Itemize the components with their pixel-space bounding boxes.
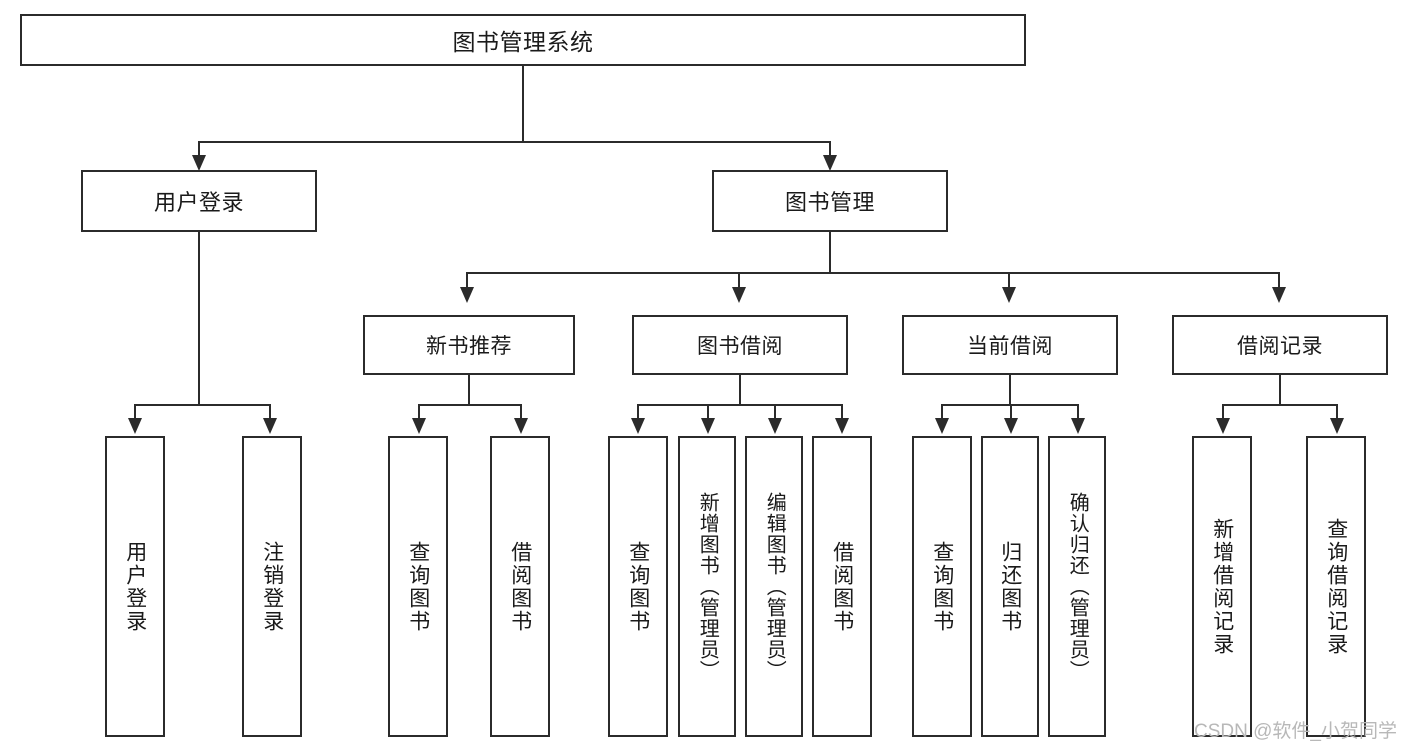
arrowhead-to-new-book-recommend	[460, 287, 474, 303]
leaf-node-confirm-return[interactable]: 确认归还（管理员）	[1048, 436, 1106, 737]
arrowhead-to-current-borrow	[1002, 287, 1016, 303]
connector-user-login-drop-1	[134, 404, 136, 422]
leaf-node-query-book-2[interactable]: 查询图书	[608, 436, 668, 737]
arrowhead-to-query-borrow-record	[1330, 418, 1344, 434]
connector-root-drop-left	[198, 141, 200, 161]
node-label: 用户登录	[123, 540, 147, 633]
node-label: 查询图书	[626, 540, 650, 633]
arrowhead-to-query-book-2	[631, 418, 645, 434]
arrowhead-to-add-borrow-record	[1216, 418, 1230, 434]
connector-root-drop-right	[829, 141, 831, 161]
connector-level3-drop-2	[738, 272, 740, 292]
connector-bb-drop-2	[707, 404, 709, 422]
arrowhead-to-logout	[263, 418, 277, 434]
node-label: 当前借阅	[967, 335, 1053, 358]
connector-level3-drop-3	[1008, 272, 1010, 292]
connector-cb-drop-1	[941, 404, 943, 422]
connector-user-login-stem	[198, 232, 200, 406]
connector-root-bus	[198, 141, 831, 143]
connector-cb-bus	[941, 404, 1078, 406]
arrowhead-to-borrow-book-2	[835, 418, 849, 434]
leaf-node-borrow-book-1[interactable]: 借阅图书	[490, 436, 550, 737]
node-user-login[interactable]: 用户登录	[81, 170, 317, 232]
node-book-management[interactable]: 图书管理	[712, 170, 948, 232]
node-label: 用户登录	[153, 190, 244, 215]
node-current-borrow[interactable]: 当前借阅	[902, 315, 1118, 375]
arrowhead-to-borrow-book-1	[514, 418, 528, 434]
node-label: 图书借阅	[697, 335, 783, 358]
node-label: 借阅记录	[1237, 335, 1323, 358]
node-label: 新书推荐	[426, 335, 512, 358]
node-label: 借阅图书	[508, 540, 532, 633]
connector-bb-drop-3	[774, 404, 776, 422]
leaf-node-query-borrow-record[interactable]: 查询借阅记录	[1306, 436, 1366, 737]
connector-br-drop-1	[1222, 404, 1224, 422]
leaf-node-add-book[interactable]: 新增图书（管理员）	[678, 436, 736, 737]
connector-cb-stem	[1009, 375, 1011, 406]
arrowhead-root-to-book-management	[823, 155, 837, 171]
arrowhead-root-to-user-login	[192, 155, 206, 171]
leaf-node-query-book-3[interactable]: 查询图书	[912, 436, 972, 737]
connector-book-management-stem	[829, 232, 831, 274]
arrowhead-to-login	[128, 418, 142, 434]
node-label: 注销登录	[260, 540, 284, 633]
arrowhead-to-query-book-1	[412, 418, 426, 434]
connector-level3-bus	[466, 272, 1280, 274]
leaf-node-login[interactable]: 用户登录	[105, 436, 165, 737]
node-label: 编辑图书（管理员）	[763, 492, 786, 681]
connector-br-bus	[1222, 404, 1337, 406]
connector-root-stem	[522, 66, 524, 142]
node-label: 查询图书	[930, 540, 954, 633]
arrowhead-to-query-book-3	[935, 418, 949, 434]
arrowhead-to-return-book	[1004, 418, 1018, 434]
leaf-node-add-borrow-record[interactable]: 新增借阅记录	[1192, 436, 1252, 737]
connector-nbr-bus	[418, 404, 521, 406]
node-label: 新增借阅记录	[1210, 517, 1234, 656]
node-book-borrow[interactable]: 图书借阅	[632, 315, 848, 375]
connector-bb-drop-1	[637, 404, 639, 422]
connector-br-drop-2	[1336, 404, 1338, 422]
connector-nbr-stem	[468, 375, 470, 406]
node-label: 新增图书（管理员）	[696, 492, 719, 681]
connector-br-stem	[1279, 375, 1281, 406]
arrowhead-to-edit-book	[768, 418, 782, 434]
connector-cb-drop-3	[1077, 404, 1079, 422]
connector-level3-drop-4	[1278, 272, 1280, 292]
leaf-node-edit-book[interactable]: 编辑图书（管理员）	[745, 436, 803, 737]
node-label: 归还图书	[998, 540, 1022, 633]
leaf-node-logout[interactable]: 注销登录	[242, 436, 302, 737]
arrowhead-to-add-book	[701, 418, 715, 434]
arrowhead-to-book-borrow	[732, 287, 746, 303]
arrowhead-to-confirm-return	[1071, 418, 1085, 434]
connector-user-login-bus	[134, 404, 270, 406]
leaf-node-borrow-book-2[interactable]: 借阅图书	[812, 436, 872, 737]
node-root-book-management-system[interactable]: 图书管理系统	[20, 14, 1026, 66]
node-label: 借阅图书	[830, 540, 854, 633]
connector-bb-stem	[739, 375, 741, 406]
arrowhead-to-borrow-record	[1272, 287, 1286, 303]
connector-nbr-drop-2	[520, 404, 522, 422]
node-label: 确认归还（管理员）	[1066, 492, 1089, 681]
leaf-node-return-book[interactable]: 归还图书	[981, 436, 1039, 737]
node-label: 查询借阅记录	[1324, 517, 1348, 656]
leaf-node-query-book-1[interactable]: 查询图书	[388, 436, 448, 737]
node-new-book-recommend[interactable]: 新书推荐	[363, 315, 575, 375]
connector-bb-drop-4	[841, 404, 843, 422]
connector-cb-drop-2	[1010, 404, 1012, 422]
connector-bb-bus	[637, 404, 842, 406]
connector-level3-drop-1	[466, 272, 468, 292]
node-label: 图书管理系统	[452, 29, 594, 55]
node-label: 图书管理	[784, 190, 875, 215]
node-label: 查询图书	[406, 540, 430, 633]
connector-nbr-drop-1	[418, 404, 420, 422]
node-borrow-record[interactable]: 借阅记录	[1172, 315, 1388, 375]
connector-user-login-drop-2	[269, 404, 271, 422]
